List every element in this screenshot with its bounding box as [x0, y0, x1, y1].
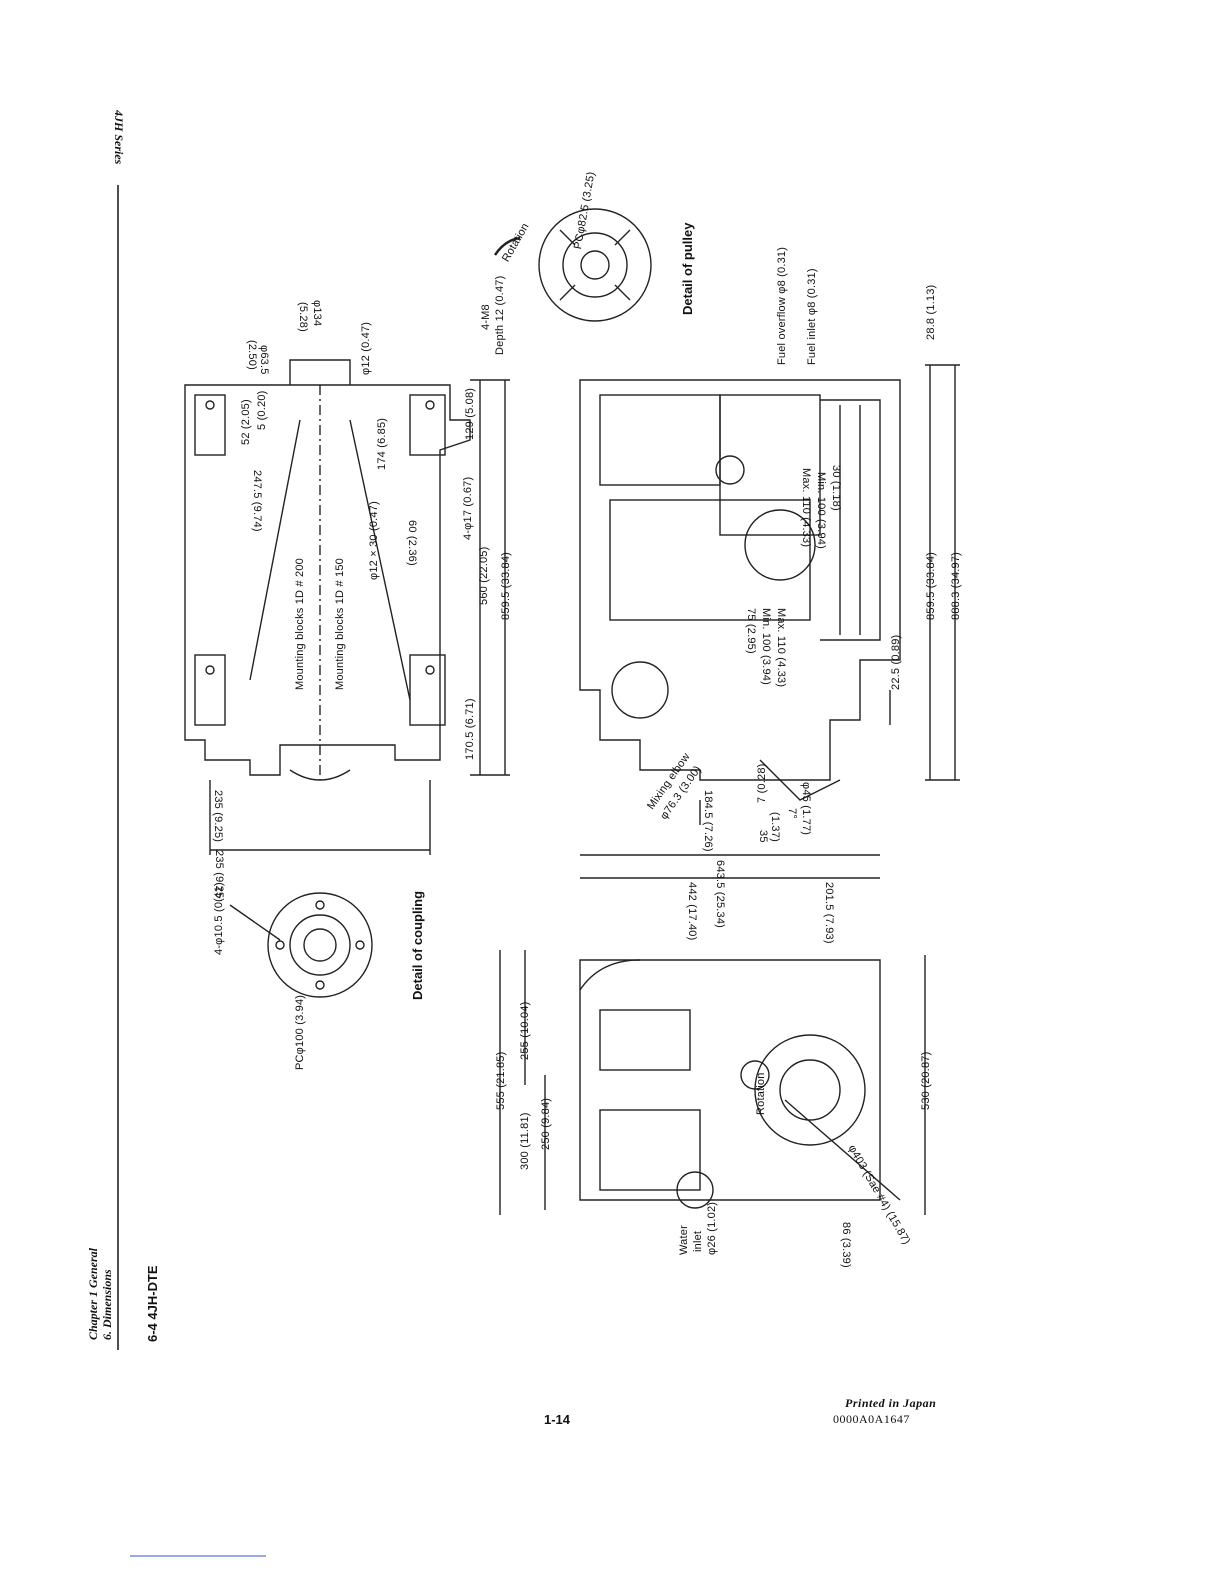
- front-view-drawing: [499, 854, 926, 1215]
- document-code: 0000A0A1647: [833, 1412, 910, 1426]
- section-label: 6. Dimensions: [100, 1269, 114, 1340]
- mounting-blocks-200: Mounting blocks 1D # 200: [294, 558, 306, 690]
- fuel-overflow: Fuel overflow φ8 (0.31): [776, 246, 788, 365]
- dim-247-5: 247.5 (9.74): [251, 470, 263, 532]
- max-110-b: Max. 110 (4.33): [775, 608, 787, 688]
- side-view-drawing: [579, 364, 960, 825]
- dim-5: 5 (0.20): [256, 390, 268, 430]
- dim-235-a: 235 (9.25): [212, 790, 224, 843]
- dim-52: 52 (2.05): [240, 399, 252, 445]
- dim-35: 35: [757, 830, 769, 843]
- dim-2-50: (2.50): [246, 340, 258, 370]
- dim-174: 174 (6.85): [376, 417, 388, 470]
- pulley-bolts: 4-M8: [480, 304, 492, 330]
- fuel-inlet: Fuel inlet φ8 (0.31): [806, 268, 818, 365]
- dim-28-8: 28.8 (1.13): [925, 284, 937, 340]
- flywheel-rotation: Rotation: [755, 1072, 767, 1115]
- min-100-b: Min. 100 (3.94): [760, 608, 772, 685]
- dim-555: 555 (21.85): [495, 1051, 507, 1110]
- dim-300: 300 (11.81): [519, 1112, 531, 1170]
- dim-60: 60 (2.36): [406, 520, 418, 566]
- dim-560: 560 (22.05): [478, 546, 490, 605]
- dim-phi45: φ45 (1.77): [800, 782, 812, 836]
- dim-12x30: φ12 × 30 (0.47): [368, 501, 380, 580]
- dim-7: 7 (0.28): [756, 763, 768, 803]
- coupling-pcd: PCφ100 (3.94): [294, 994, 306, 1070]
- dim-22-5: 22.5 (0.89): [890, 634, 902, 690]
- dim-phi63-5: φ63.5: [258, 345, 270, 375]
- dim-201-5: 201.5 (7.93): [823, 882, 835, 944]
- dim-859-5-side: 859.5 (33.84): [925, 551, 937, 620]
- dim-phi12: φ12 (0.47): [360, 321, 372, 375]
- series-label: 4JH Series: [112, 110, 126, 165]
- dim-530: 530 (20.87): [920, 1051, 932, 1110]
- dim-75: 75 (2.95): [745, 608, 757, 654]
- dim-888-3: 888.3 (34.97): [950, 551, 962, 620]
- mounting-blocks-150: Mounting blocks 1D # 150: [334, 558, 346, 690]
- inlet-label: inlet: [692, 1230, 704, 1252]
- max-110-a: Max. 110 (4.33): [800, 468, 812, 548]
- dim-1-37: (1.37): [769, 812, 781, 842]
- water-inlet-diameter: φ26 (1.02): [706, 1201, 718, 1255]
- dim-phi134: φ134: [311, 300, 323, 327]
- dim-255: 255 (10.04): [519, 1001, 531, 1060]
- printed-in: Printed in Japan: [845, 1396, 937, 1410]
- dim-184-5: 184.5 (7.26): [702, 790, 714, 852]
- dim-30: 30 (1.18): [830, 465, 842, 511]
- page-number: 1-14: [544, 1412, 571, 1427]
- dim-442: 442 (17.40): [686, 882, 698, 941]
- dim-250: 250 (9.84): [540, 1097, 552, 1150]
- model-heading: 6-4 4JH-DTE: [145, 1265, 160, 1342]
- coupling-bolts: 4-φ10.5 (0.41): [213, 882, 225, 955]
- pulley-drawing: [493, 208, 652, 322]
- pulley-depth: Depth 12 (0.47): [494, 275, 506, 355]
- coupling-drawing: [229, 892, 373, 998]
- dim-859-5-top: 859.5 (33.84): [500, 551, 512, 620]
- dim-7-degree: 7°: [786, 808, 798, 819]
- dim-643-5: 643.5 (25.34): [714, 860, 726, 929]
- pulley-title: Detail of pulley: [680, 222, 695, 315]
- water-label: Water: [678, 1225, 690, 1255]
- coupling-title: Detail of coupling: [410, 890, 425, 1000]
- top-view-drawing: [184, 359, 510, 855]
- dim-86: 86 (3.39): [840, 1222, 852, 1268]
- dim-4phi17: 4-φ17 (0.67): [462, 476, 474, 540]
- dim-5-28: (5.28): [297, 302, 309, 332]
- chapter-label: Chapter 1 General: [86, 1247, 100, 1340]
- dim-170-5: 170.5 (6.71): [464, 698, 476, 760]
- dim-129: 129 (5.08): [464, 387, 476, 440]
- min-100-a: Min. 100 (3.94): [815, 472, 827, 549]
